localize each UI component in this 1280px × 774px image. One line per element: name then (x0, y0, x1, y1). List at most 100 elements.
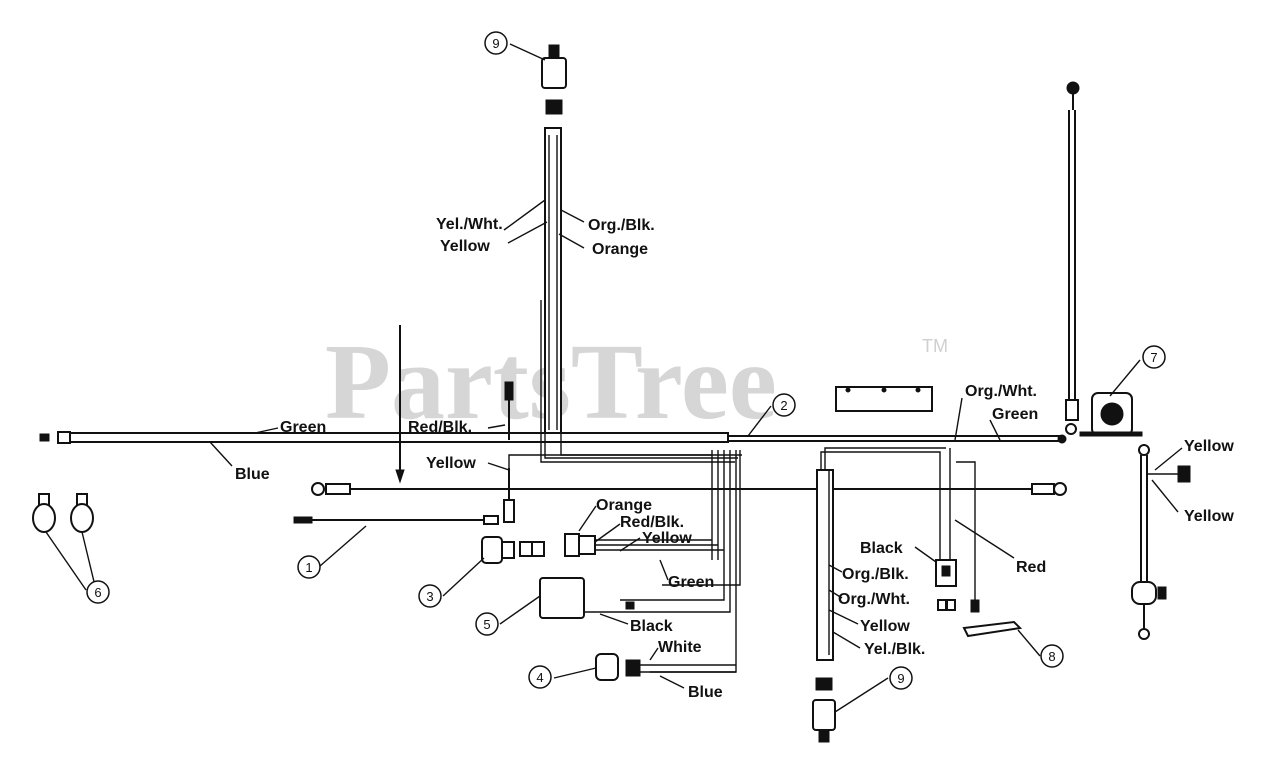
upper-wire-c (540, 300, 735, 463)
item-8-body (962, 620, 1023, 638)
callout-6-text: 6 (94, 585, 101, 600)
label-yellow-right-2: Yellow (1184, 508, 1234, 525)
item-5-body (539, 577, 585, 619)
bracket-hole-2 (881, 387, 887, 393)
item-7-base (1079, 431, 1143, 437)
label-red-blk-left: Red/Blk. (408, 419, 472, 436)
right-leads (935, 448, 980, 613)
callout-1-leader (319, 525, 367, 567)
right-rod (1065, 81, 1080, 435)
item-5-terminal (625, 601, 635, 610)
leader-yellow-right1 (1154, 447, 1183, 471)
leader-orgblk-top (560, 209, 585, 223)
label-red-right: Red (1016, 559, 1046, 576)
label-blue-bot: Blue (688, 684, 723, 701)
label-yel-wht-top: Yel./Wht. (436, 216, 503, 233)
callouts: 9 2 7 1 3 5 4 6 8 9 (86, 31, 1166, 690)
label-green-right: Green (992, 406, 1038, 423)
label-leaders (209, 199, 1183, 689)
label-black-right: Black (860, 540, 903, 557)
item-1-terminal-right (483, 515, 499, 525)
top-switch-body (541, 57, 567, 89)
battery-cable (311, 482, 1067, 496)
callout-5-leader (499, 595, 541, 625)
item-3-plug-a (519, 541, 533, 557)
leader-red-right (954, 519, 1015, 559)
harness-trunk-left (67, 432, 729, 443)
callout-leaders (45, 43, 1141, 713)
leader-orgblk-low (828, 564, 843, 573)
right-yellow-connector (1177, 465, 1191, 483)
callout-4-text: 4 (536, 670, 543, 685)
item-1-wire (293, 515, 499, 525)
callout-2-leader (747, 405, 772, 437)
top-switch-terminal (548, 44, 560, 60)
red-lead-terminal (970, 599, 980, 613)
branch-wire-green (662, 450, 741, 586)
leader-redblk-left (487, 424, 506, 429)
bracket-hole-3 (915, 387, 921, 393)
label-yellow-left: Yellow (426, 455, 476, 472)
yellow-loop (508, 454, 712, 468)
lower-cable-sheath (816, 469, 834, 661)
item-8-clip (962, 620, 1023, 638)
leader-orange-mid (578, 505, 597, 532)
upper-wire-d (544, 300, 738, 459)
label-white-bot: White (658, 639, 702, 656)
label-org-blk-top: Org./Blk. (588, 217, 655, 234)
item-7-center (1100, 402, 1124, 426)
harness-end-terminal (39, 433, 50, 442)
watermark-tm: TM (922, 336, 948, 356)
callout-7-text: 7 (1150, 350, 1157, 365)
item-6-bulbs (32, 493, 94, 533)
label-green-left: Green (280, 419, 326, 436)
label-black-mid: Black (630, 618, 673, 635)
callout-3-leader (442, 557, 485, 597)
bottom-switch-body (812, 699, 836, 731)
red-lead (956, 461, 976, 600)
callout-5 (475, 612, 499, 636)
leader-white-bot (649, 647, 659, 661)
callout-9-top (484, 31, 508, 55)
upper-cable-sheath (544, 127, 562, 434)
callout-2 (772, 393, 796, 417)
item-4-switch (595, 653, 736, 681)
right-rod-end (1065, 399, 1079, 421)
redblk-drop (504, 381, 514, 440)
label-yellow-mid: Yellow (642, 530, 692, 547)
callout-8-text: 8 (1048, 649, 1055, 664)
harness-end-connector (57, 431, 71, 444)
label-yellow-low: Yellow (860, 618, 910, 635)
label-orange-top: Orange (592, 241, 648, 258)
label-yellow-right-1: Yellow (1184, 438, 1234, 455)
right-rod-ring (1065, 423, 1077, 435)
yellow-lead-terminal (503, 499, 515, 523)
main-harness (39, 431, 1067, 444)
item-3-plug-b (531, 541, 545, 557)
callout-1-text: 1 (305, 560, 312, 575)
label-green-mid: Green (668, 574, 714, 591)
item-7-solenoid (1079, 392, 1143, 437)
label-yellow-top: Yellow (440, 238, 490, 255)
bulb-1-glass (32, 503, 56, 533)
wire-labels: Yel./Wht. Yellow Org./Blk. Orange Green … (235, 216, 1234, 701)
callout-9-bot-leader (834, 677, 889, 713)
plug-pair-b (946, 599, 956, 611)
right-rod-top-knob (1066, 81, 1080, 95)
leader-black-right (914, 546, 937, 563)
leader-orange-top (558, 233, 585, 249)
item-3-neck (501, 541, 515, 559)
harness-right-terminal (1057, 434, 1067, 444)
callout-6 (86, 580, 110, 604)
label-org-blk-low: Org./Blk. (842, 566, 909, 583)
leader-yellow-left (487, 462, 510, 471)
callout-4 (528, 665, 552, 689)
item-3-switch (481, 536, 545, 564)
redblk-terminal (504, 381, 514, 401)
top-switch-plug (545, 99, 563, 115)
item-1-terminal-left (293, 516, 313, 524)
callout-2-text: 2 (780, 398, 787, 413)
callout-7 (1142, 345, 1166, 369)
